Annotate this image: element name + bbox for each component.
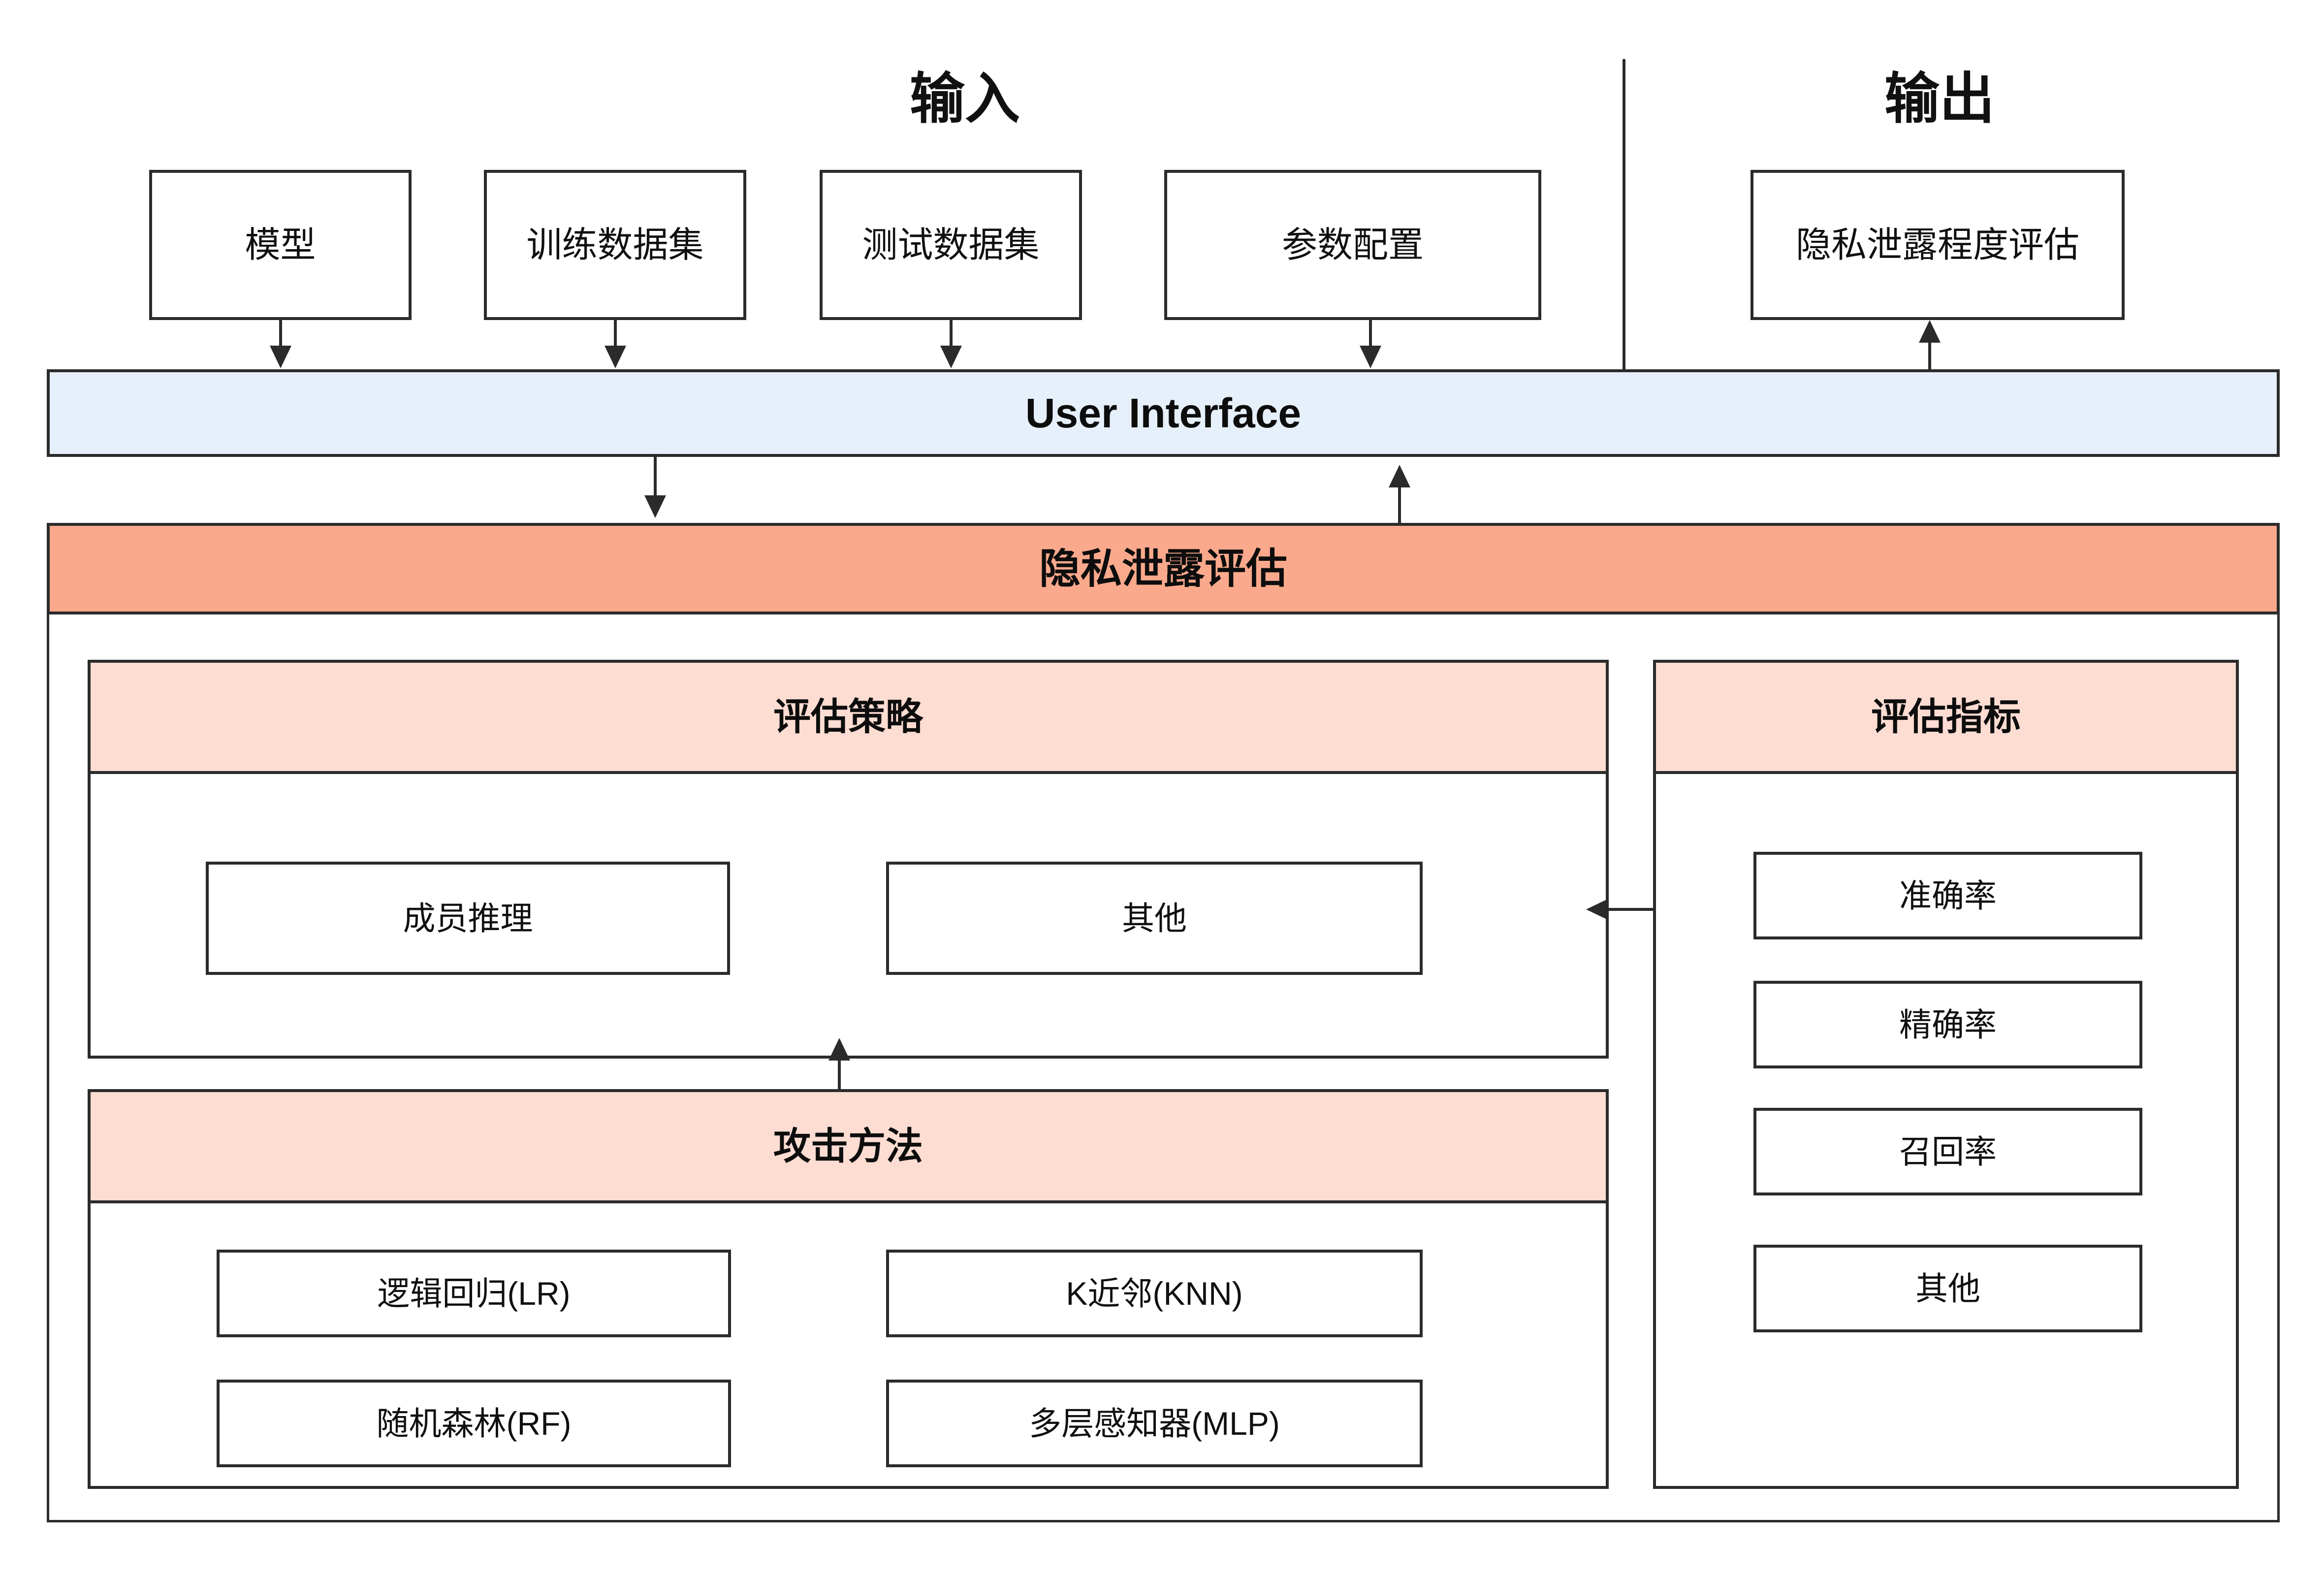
arrowhead-test-to-ui (940, 346, 962, 368)
metric-recall-label: 召回率 (1899, 1133, 1997, 1170)
attack-methods-panel-title: 攻击方法 (773, 1125, 923, 1167)
connector-test-to-ui (950, 320, 953, 349)
input-node-model[interactable]: 模型 (149, 170, 412, 320)
user-interface-label: User Interface (1025, 389, 1302, 436)
strategy-item-membership-inference[interactable]: 成员推理 (206, 862, 730, 975)
strategy-item-other[interactable]: 其他 (886, 862, 1423, 975)
input-node-parameter-config-label: 参数配置 (1281, 225, 1424, 265)
connector-config-to-ui (1369, 320, 1372, 349)
metric-other-label: 其他 (1915, 1270, 1980, 1307)
input-node-test-dataset-label: 测试数据集 (862, 225, 1040, 265)
metrics-panel-header: 评估指标 (1653, 660, 2239, 774)
connector-model-to-ui (279, 320, 282, 349)
metrics-panel-title: 评估指标 (1871, 696, 2021, 738)
attack-method-lr[interactable]: 逻辑回归(LR) (217, 1250, 731, 1337)
strategy-item-membership-inference-label: 成员推理 (403, 900, 533, 936)
attack-methods-panel-header: 攻击方法 (88, 1089, 1609, 1203)
output-section-heading: 输出 (1884, 68, 1995, 129)
strategy-panel-header: 评估策略 (88, 660, 1609, 774)
connector-ui-to-output (1928, 343, 1931, 370)
output-node-privacy-leakage-assessment-label: 隐私泄露程度评估 (1795, 225, 2079, 265)
attack-method-rf-label: 随机森林(RF) (376, 1405, 572, 1442)
connector-attack-to-strategy (838, 1060, 841, 1090)
arrowhead-attack-to-strategy (828, 1038, 850, 1061)
arrowhead-config-to-ui (1360, 346, 1381, 368)
arrowhead-training-to-ui (605, 346, 626, 368)
input-node-parameter-config[interactable]: 参数配置 (1164, 170, 1541, 320)
connector-metrics-to-strategy (1609, 908, 1654, 911)
attack-method-knn-label: K近邻(KNN) (1066, 1275, 1243, 1312)
arrowhead-ui-to-core (644, 495, 666, 518)
arrowhead-core-to-ui (1389, 465, 1410, 487)
privacy-assessment-title: 隐私泄露评估 (1039, 545, 1287, 592)
output-node-privacy-leakage-assessment[interactable]: 隐私泄露程度评估 (1751, 170, 2125, 320)
input-node-training-dataset[interactable]: 训练数据集 (484, 170, 746, 320)
connector-training-to-ui (614, 320, 617, 349)
attack-method-mlp-label: 多层感知器(MLP) (1029, 1405, 1280, 1442)
arrowhead-ui-to-output (1919, 320, 1941, 343)
strategy-panel-title: 评估策略 (773, 696, 923, 738)
metric-precision[interactable]: 精确率 (1753, 981, 2142, 1068)
strategy-item-other-label: 其他 (1122, 900, 1187, 936)
metric-accuracy-label: 准确率 (1899, 877, 1997, 914)
metric-accuracy[interactable]: 准确率 (1753, 852, 2142, 939)
input-node-training-dataset-label: 训练数据集 (526, 225, 704, 265)
metric-precision-label: 精确率 (1899, 1006, 1997, 1043)
input-section-heading: 输入 (910, 68, 1020, 129)
input-node-model-label: 模型 (245, 225, 316, 265)
arrowhead-model-to-ui (270, 346, 291, 368)
attack-method-knn[interactable]: K近邻(KNN) (886, 1250, 1423, 1337)
privacy-assessment-banner: 隐私泄露评估 (47, 523, 2280, 614)
connector-core-to-ui (1398, 487, 1401, 523)
attack-method-mlp[interactable]: 多层感知器(MLP) (886, 1380, 1423, 1467)
arrowhead-metrics-to-strategy (1586, 899, 1609, 920)
user-interface-bar[interactable]: User Interface (47, 369, 2280, 457)
attack-method-lr-label: 逻辑回归(LR) (377, 1275, 571, 1312)
metrics-panel (1653, 660, 2239, 1489)
input-node-test-dataset[interactable]: 测试数据集 (820, 170, 1082, 320)
input-output-divider (1623, 59, 1625, 370)
attack-method-rf[interactable]: 随机森林(RF) (217, 1380, 731, 1467)
connector-ui-to-core (654, 457, 657, 497)
metric-recall[interactable]: 召回率 (1753, 1108, 2142, 1195)
metric-other[interactable]: 其他 (1753, 1245, 2142, 1332)
